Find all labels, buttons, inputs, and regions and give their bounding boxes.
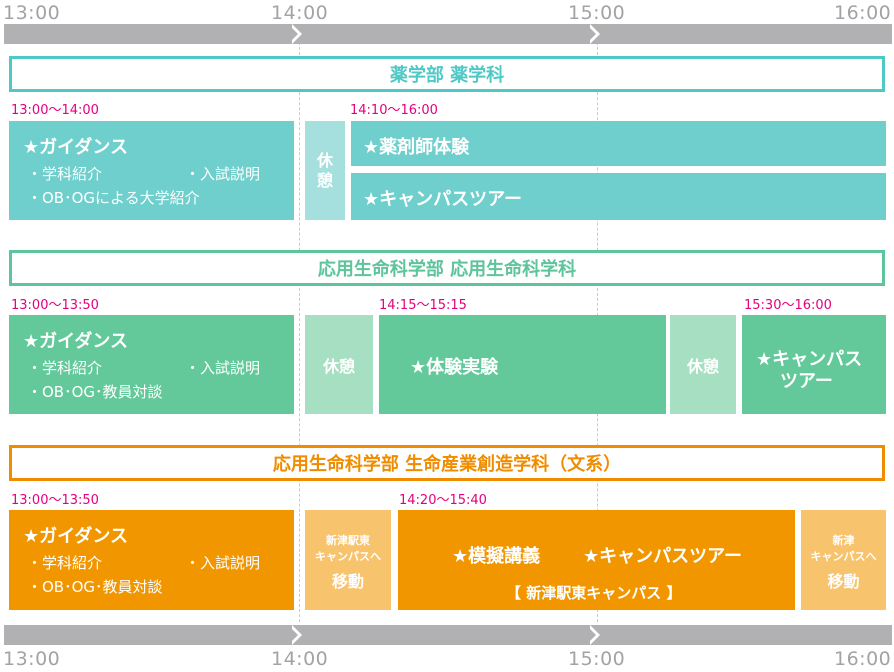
guidance-time: 13:00〜13:50 bbox=[11, 493, 99, 508]
section-header-pharmacy: 薬学部 薬学科 bbox=[9, 56, 885, 92]
guidance-block: ★ガイダンス ・学科紹介 ・入試説明 ・OB･OG･教員対談 bbox=[9, 315, 294, 414]
move-text: キャンパスへ bbox=[315, 550, 381, 563]
guidance-item: ・学科紹介 bbox=[27, 165, 103, 183]
move-text: キャンパスへ bbox=[810, 550, 877, 563]
move-text: 移動 bbox=[827, 572, 860, 591]
break-block: 休憩 bbox=[305, 315, 373, 414]
program-time: 14:20〜15:40 bbox=[399, 493, 487, 508]
program-time: 14:10〜16:00 bbox=[350, 103, 438, 118]
move-text: 新津駅東 bbox=[326, 534, 370, 547]
program-title: ★薬剤師体験 bbox=[363, 137, 470, 158]
move-text: 移動 bbox=[331, 572, 364, 591]
tick-top-1600: 16:00 bbox=[834, 2, 892, 24]
mock-lecture-title: ★模擬講義 bbox=[452, 546, 541, 567]
break-label: 休憩 bbox=[686, 356, 719, 376]
tick-top-1300: 13:00 bbox=[3, 2, 61, 24]
guidance-time: 13:00〜14:00 bbox=[11, 103, 99, 118]
guidance-item: ・学科紹介 bbox=[27, 554, 103, 572]
campus-tour-title: ★キャンパス bbox=[756, 349, 863, 370]
break-label: 休憩 bbox=[322, 356, 355, 376]
tick-bottom-1500: 15:00 bbox=[568, 648, 626, 670]
guidance-item: ・OB･OGによる大学紹介 bbox=[27, 189, 200, 207]
timeline-bar-top bbox=[4, 24, 892, 44]
guidance-title: ★ガイダンス bbox=[23, 526, 129, 547]
program-time: 14:15〜15:15 bbox=[379, 298, 467, 313]
move-block: 新津 キャンパスへ 移動 bbox=[801, 510, 886, 610]
section-header-applied-life-science: 応用生命科学部 応用生命科学科 bbox=[9, 250, 885, 286]
break-block: 休憩 bbox=[670, 315, 736, 414]
campus-tour-block: ★キャンパス ツアー bbox=[742, 315, 886, 414]
campus-tour-title: ★キャンパスツアー bbox=[583, 546, 743, 567]
campus-tour-title-line2: ツアー bbox=[780, 371, 833, 392]
guidance-item: ・入試説明 bbox=[185, 554, 261, 572]
guidance-title: ★ガイダンス bbox=[23, 137, 129, 158]
campus-location: 【 新津駅東キャンパス 】 bbox=[506, 584, 682, 602]
lecture-block: ★模擬講義 ★キャンパスツアー 【 新津駅東キャンパス 】 bbox=[398, 510, 795, 610]
break-block: 休憩 bbox=[305, 121, 345, 220]
guidance-block: ★ガイダンス ・学科紹介 ・入試説明 ・OB･OG･教員対談 bbox=[9, 510, 294, 610]
experiment-block: ★体験実験 bbox=[379, 315, 666, 414]
guidance-item: ・OB･OG･教員対談 bbox=[27, 578, 163, 596]
guidance-time: 13:00〜13:50 bbox=[11, 298, 99, 313]
tick-bottom-1400: 14:00 bbox=[271, 648, 329, 670]
experiment-title: ★体験実験 bbox=[410, 357, 499, 378]
tick-top-1400: 14:00 bbox=[271, 2, 329, 24]
tick-bottom-1600: 16:00 bbox=[834, 648, 892, 670]
hour-guide-1400 bbox=[299, 42, 300, 622]
timeline-bar-bottom bbox=[4, 625, 892, 645]
break-label: 休憩 bbox=[316, 150, 333, 190]
move-block: 新津駅東 キャンパスへ 移動 bbox=[305, 510, 391, 610]
campus-tour-block: ★キャンパスツアー bbox=[351, 173, 886, 220]
guidance-item: ・学科紹介 bbox=[27, 359, 103, 377]
tour-time: 15:30〜16:00 bbox=[744, 298, 832, 313]
section-header-life-industry: 応用生命科学部 生命産業創造学科（文系） bbox=[9, 445, 885, 481]
move-text: 新津 bbox=[832, 534, 855, 547]
guidance-block: ★ガイダンス ・学科紹介 ・入試説明 ・OB･OGによる大学紹介 bbox=[9, 121, 294, 220]
program-block: ★薬剤師体験 bbox=[351, 121, 886, 166]
guidance-item: ・入試説明 bbox=[185, 359, 261, 377]
guidance-title: ★ガイダンス bbox=[23, 331, 129, 352]
tick-bottom-1300: 13:00 bbox=[3, 648, 61, 670]
guidance-item: ・OB･OG･教員対談 bbox=[27, 383, 163, 401]
tick-top-1500: 15:00 bbox=[568, 2, 626, 24]
guidance-item: ・入試説明 bbox=[185, 165, 261, 183]
campus-tour-title: ★キャンパスツアー bbox=[363, 189, 523, 210]
